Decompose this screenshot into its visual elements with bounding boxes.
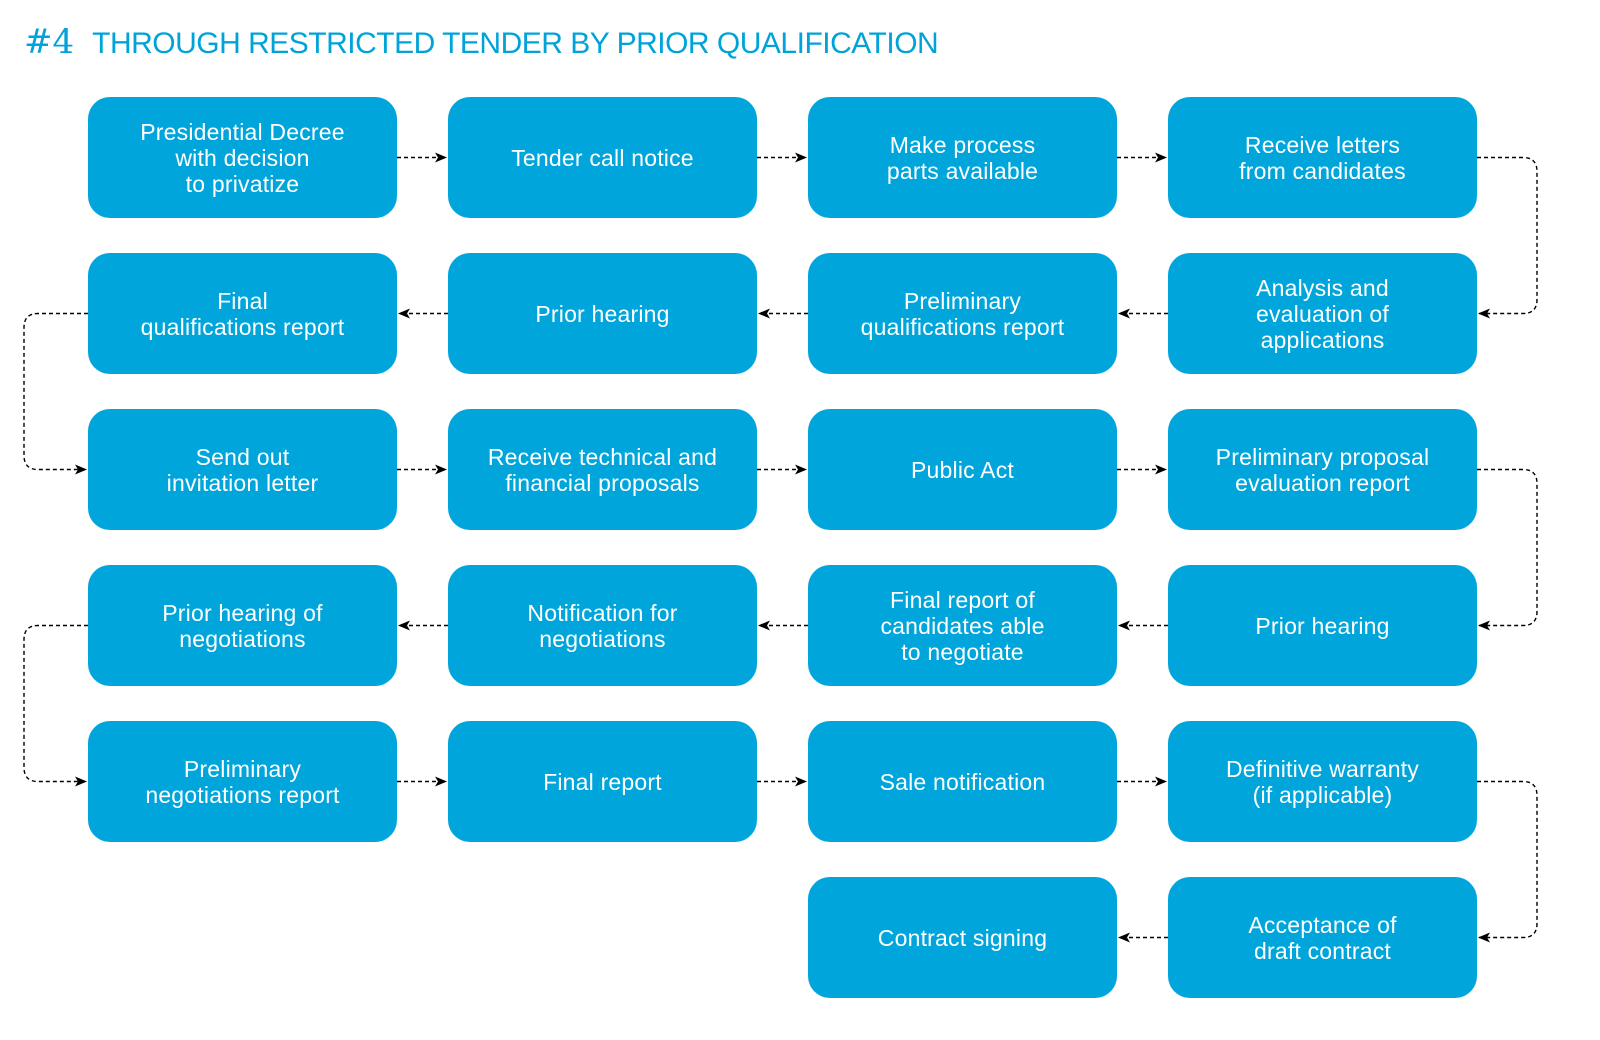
section-number: #4 (24, 22, 75, 62)
flow-step: Tender call notice (448, 97, 757, 218)
flow-step: Send out invitation letter (88, 409, 397, 530)
flow-step: Definitive warranty (if applicable) (1168, 721, 1477, 842)
diagram-title: #4 THROUGH RESTRICTED TENDER BY PRIOR QU… (24, 22, 939, 62)
connector-loop-right (1477, 468, 1538, 631)
connector-loop-right (1477, 780, 1538, 943)
connector-loop-left (23, 312, 88, 475)
flow-step: Public Act (808, 409, 1117, 530)
flow-step: Notification for negotiations (448, 565, 757, 686)
flow-step: Prior hearing (448, 253, 757, 374)
flow-step: Sale notification (808, 721, 1117, 842)
flow-step: Preliminary qualifications report (808, 253, 1117, 374)
flow-step: Final report (448, 721, 757, 842)
flow-step: Make process parts available (808, 97, 1117, 218)
connector-loop-right (1477, 156, 1538, 319)
flow-step: Preliminary negotiations report (88, 721, 397, 842)
flow-step: Receive letters from candidates (1168, 97, 1477, 218)
flow-step: Prior hearing (1168, 565, 1477, 686)
flow-step: Final qualifications report (88, 253, 397, 374)
flow-step: Preliminary proposal evaluation report (1168, 409, 1477, 530)
flow-step: Acceptance of draft contract (1168, 877, 1477, 998)
connector-loop-left (23, 624, 88, 787)
flow-step: Receive technical and financial proposal… (448, 409, 757, 530)
flow-step: Analysis and evaluation of applications (1168, 253, 1477, 374)
title-text: THROUGH RESTRICTED TENDER BY PRIOR QUALI… (92, 27, 939, 60)
flow-step: Final report of candidates able to negot… (808, 565, 1117, 686)
flow-step: Prior hearing of negotiations (88, 565, 397, 686)
flow-step: Contract signing (808, 877, 1117, 998)
flow-step: Presidential Decree with decision to pri… (88, 97, 397, 218)
